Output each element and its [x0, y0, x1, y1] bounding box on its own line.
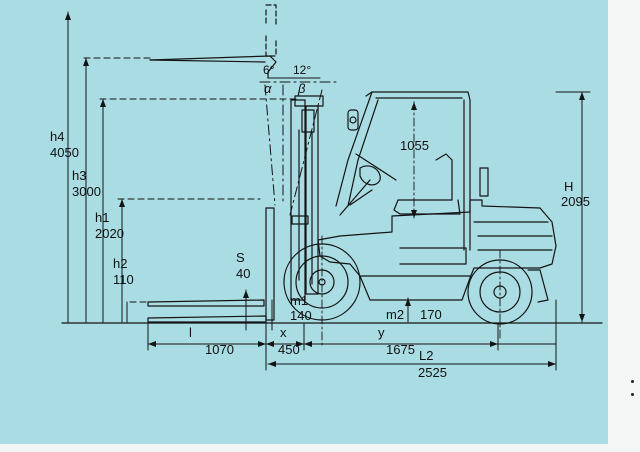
y-symbol: y — [378, 325, 385, 340]
m1-value: 140 — [290, 308, 312, 323]
l-symbol: l — [189, 325, 192, 340]
raised-carriage — [149, 4, 277, 79]
m1-symbol: m1 — [290, 293, 308, 308]
h-value: 2095 — [561, 194, 590, 209]
height-extension-lines — [83, 57, 301, 303]
edge-marks — [631, 380, 637, 410]
l2-value: 2525 — [418, 365, 447, 380]
mast — [290, 95, 324, 301]
h1-symbol: h1 — [95, 210, 109, 225]
alpha-angle-value: 6° — [263, 63, 275, 77]
h4-symbol: h4 — [50, 129, 64, 144]
x-symbol: x — [280, 325, 287, 340]
h3-symbol: h3 — [72, 168, 86, 183]
l-value: 1070 — [205, 342, 234, 357]
cab-height-value: 1055 — [400, 138, 429, 153]
axle-center-lines — [321, 101, 501, 347]
overhead-guard — [335, 91, 471, 251]
s-symbol: S — [236, 250, 245, 265]
m2-value: 170 — [420, 307, 442, 322]
horizontal-dimension-lines — [147, 77, 557, 371]
beta-angle-value: 12° — [293, 63, 311, 77]
h1-value: 2020 — [95, 226, 124, 241]
x-value: 450 — [278, 342, 300, 357]
l2-symbol: L2 — [419, 348, 433, 363]
m2-symbol: m2 — [386, 307, 404, 322]
vertical-dimension-lines — [67, 11, 591, 331]
arrowheads — [65, 12, 585, 367]
beta-symbol: β — [297, 81, 306, 96]
h3-value: 3000 — [72, 184, 101, 199]
h2-symbol: h2 — [113, 256, 127, 271]
y-value: 1675 — [386, 342, 415, 357]
truck-body — [317, 199, 557, 303]
alpha-symbol: α — [264, 81, 272, 96]
h-symbol: H — [564, 179, 573, 194]
h4-value: 4050 — [50, 145, 79, 160]
h2-value: 110 — [113, 272, 134, 287]
lowered-forks — [147, 207, 309, 323]
s-value: 40 — [236, 266, 250, 281]
mast-tilt-lines — [259, 81, 337, 216]
